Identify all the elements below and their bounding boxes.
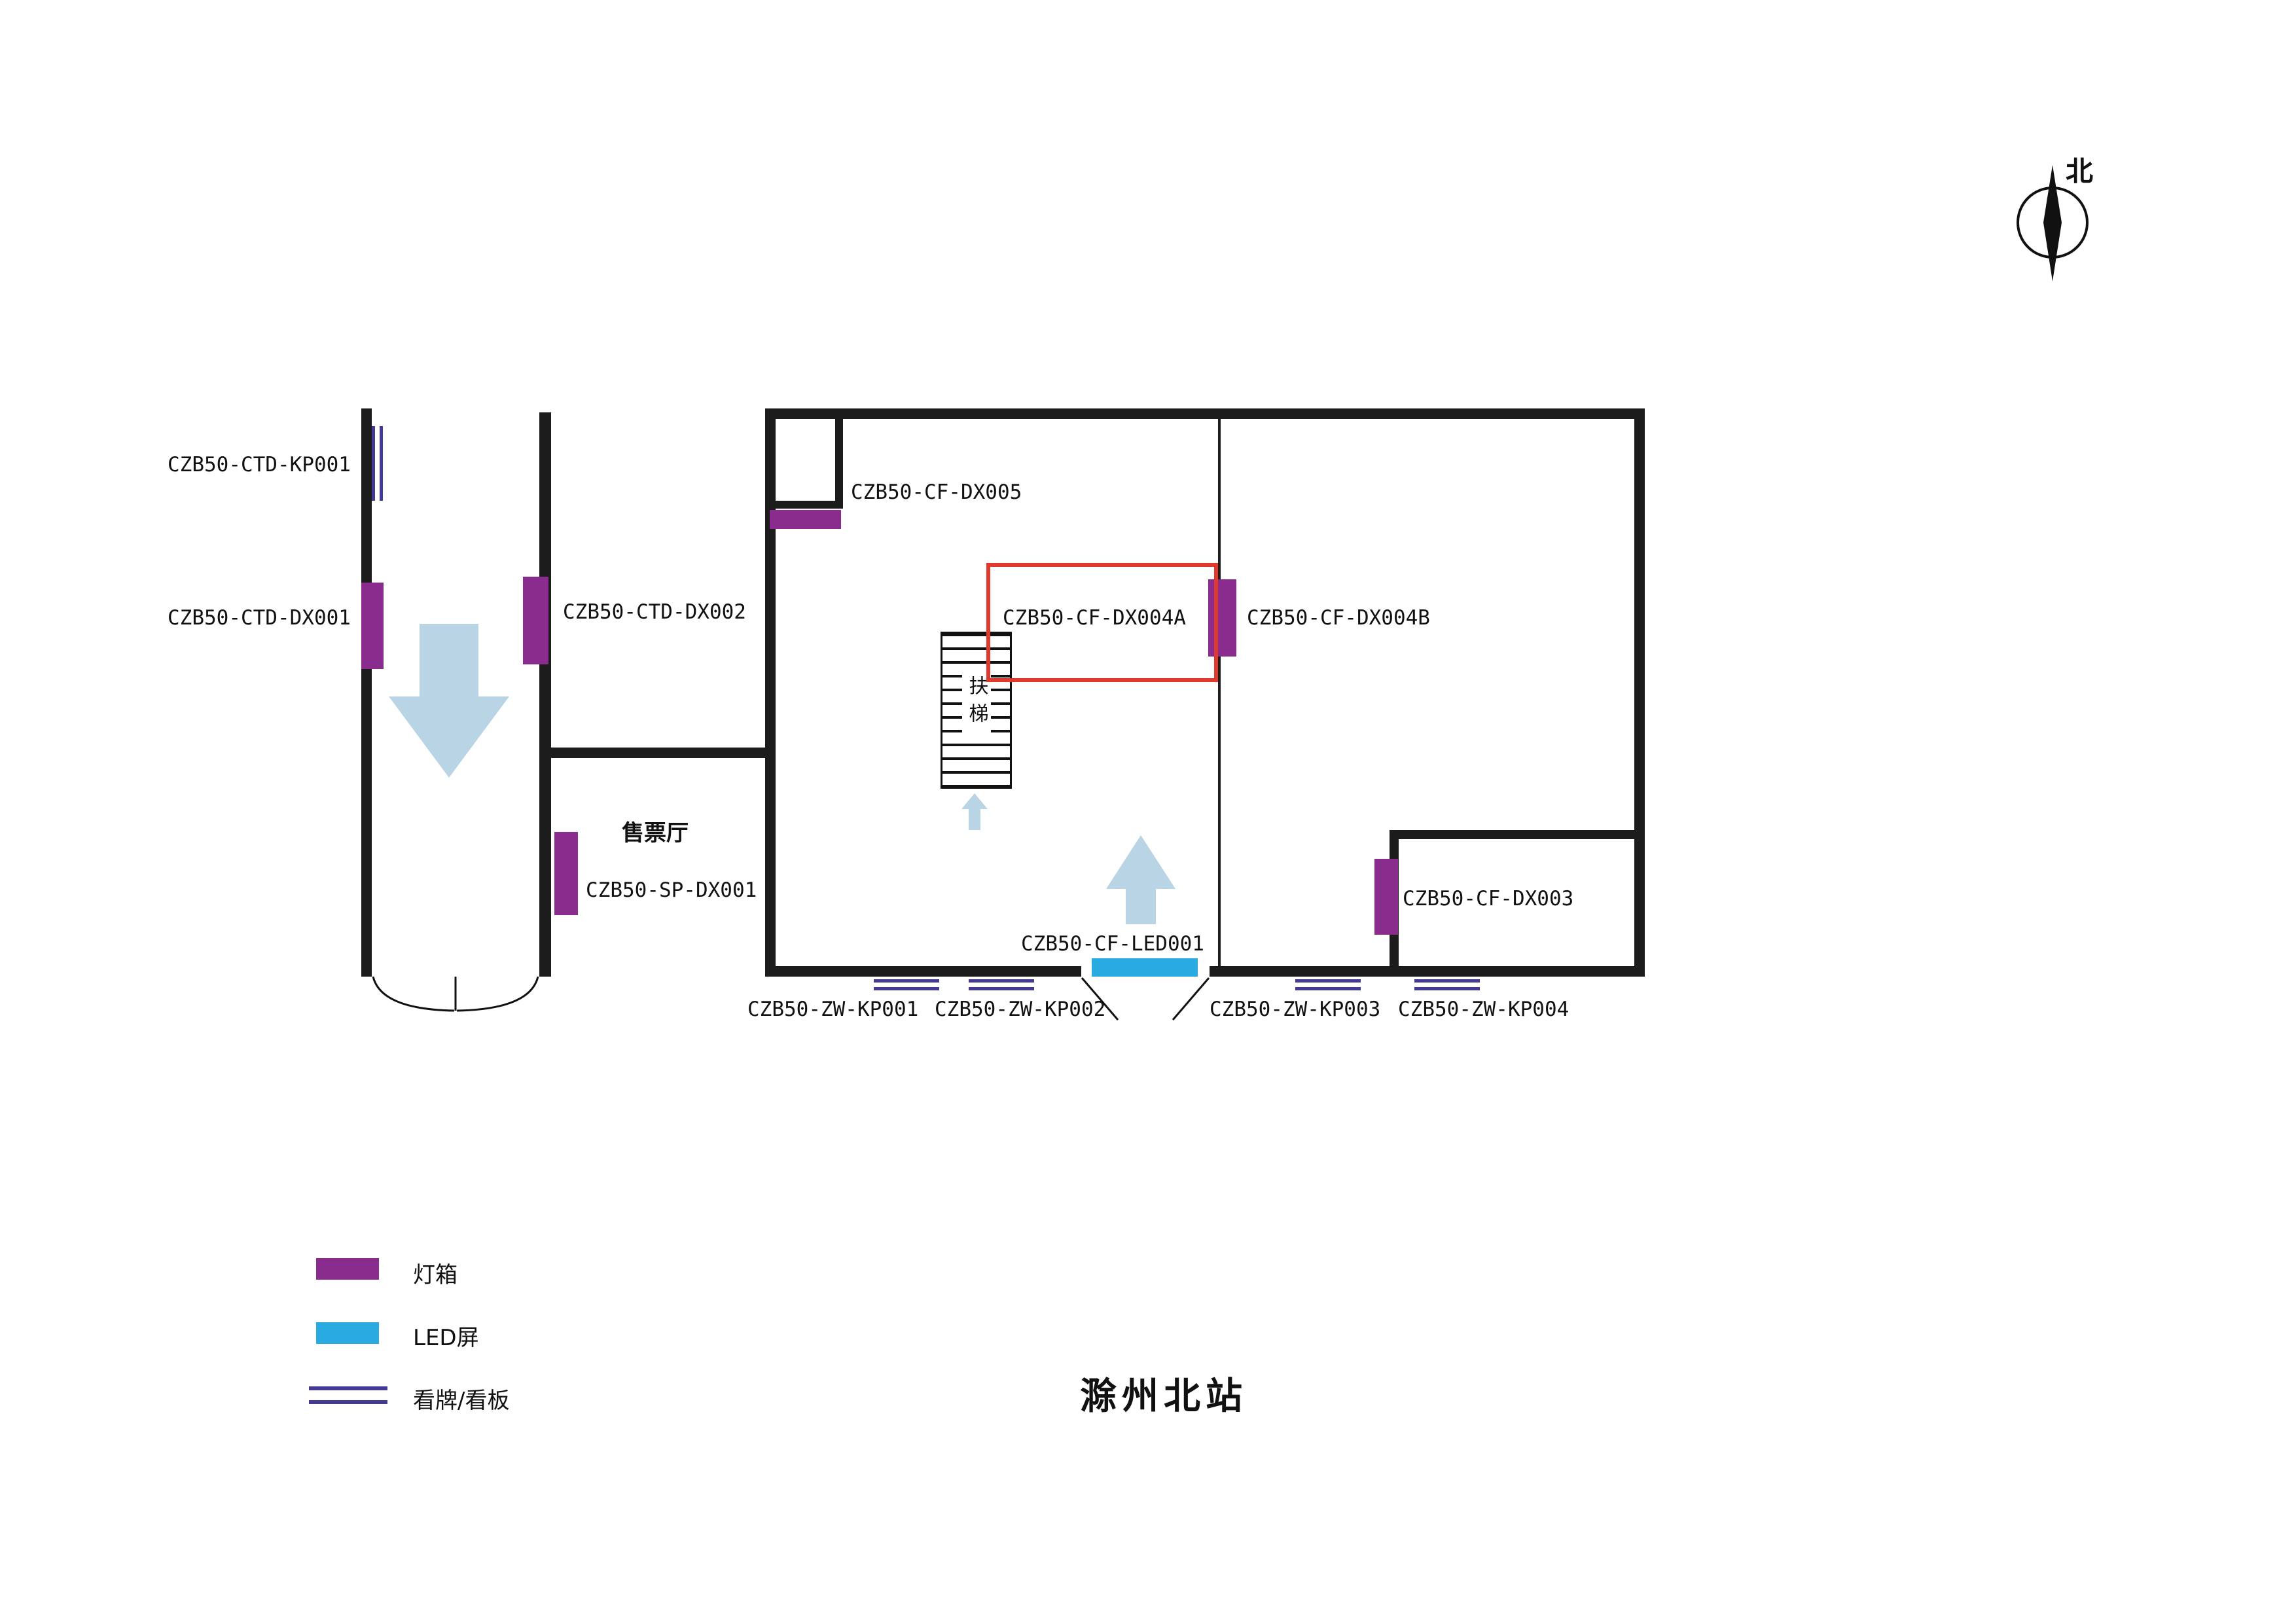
- signboard-ctd-kp001: [372, 426, 383, 501]
- legend-label-signboard: 看牌/看板: [413, 1388, 510, 1414]
- lightbox-sp-dx001: [554, 832, 578, 915]
- label-ctd-kp001: CZB50-CTD-KP001: [168, 453, 351, 477]
- legend-label-led: LED屏: [413, 1325, 479, 1351]
- label-cf-dx003: CZB50-CF-DX003: [1403, 887, 1574, 911]
- wall-corridor-right: [539, 412, 551, 977]
- label-zw-kp002: CZB50-ZW-KP002: [935, 998, 1106, 1021]
- label-ctd-dx001: CZB50-CTD-DX001: [168, 606, 351, 630]
- lightbox-cf-dx005: [770, 510, 841, 529]
- lightbox-cf-dx003: [1374, 859, 1398, 935]
- legend-swatch-signboard: [309, 1386, 387, 1404]
- wall-notch-horizontal: [765, 501, 843, 509]
- highlight-rect-cf-dx004a: [986, 563, 1218, 682]
- led-screen-cf-led001: [1092, 958, 1198, 977]
- wall-room-top: [1390, 830, 1645, 839]
- escalator-arrow-up-icon: [961, 793, 988, 830]
- signboard-zw-kp001: [874, 979, 939, 990]
- wall-ticket-hall-top: [539, 748, 776, 758]
- corridor-double-door: [372, 976, 539, 1012]
- legend-swatch-lightbox: [316, 1258, 379, 1280]
- signboard-zw-kp003: [1295, 979, 1361, 990]
- label-cf-dx004b: CZB50-CF-DX004B: [1247, 606, 1430, 630]
- page-title: 滁州北站: [1080, 1375, 1247, 1418]
- wall-hall-bottom-right: [1210, 966, 1645, 977]
- label-sp-dx001: CZB50-SP-DX001: [586, 878, 757, 902]
- wall-notch-vertical: [835, 408, 843, 509]
- wall-hall-right: [1634, 408, 1645, 977]
- wall-hall-top: [765, 408, 1645, 419]
- label-cf-dx004a: CZB50-CF-DX004A: [1003, 606, 1186, 630]
- escalator-label: 扶梯: [961, 673, 991, 733]
- label-zw-kp003: CZB50-ZW-KP003: [1210, 998, 1381, 1021]
- label-zw-kp001: CZB50-ZW-KP001: [747, 998, 919, 1021]
- legend-label-lightbox: 灯箱: [413, 1262, 457, 1288]
- flow-arrow-down-icon: [389, 624, 509, 778]
- wall-hall-left: [765, 408, 776, 977]
- label-zw-kp004: CZB50-ZW-KP004: [1398, 998, 1570, 1021]
- wall-hall-divider: [1218, 419, 1221, 966]
- wall-corridor-left: [361, 408, 372, 977]
- hall-entrance-door: [1081, 977, 1210, 1020]
- legend-swatch-led: [316, 1322, 379, 1344]
- signboard-zw-kp002: [969, 979, 1034, 990]
- north-label: 北: [2066, 155, 2094, 187]
- flow-arrow-up-icon: [1106, 835, 1175, 924]
- escalator: 扶梯: [941, 632, 1012, 789]
- label-ctd-dx002: CZB50-CTD-DX002: [563, 600, 746, 624]
- label-cf-led001: CZB50-CF-LED001: [1021, 932, 1204, 956]
- lightbox-ctd-dx002: [523, 577, 548, 664]
- lightbox-ctd-dx001: [361, 583, 384, 669]
- ticket-hall-label: 售票厅: [622, 820, 689, 846]
- label-cf-dx005: CZB50-CF-DX005: [851, 480, 1022, 504]
- wall-hall-bottom-left: [765, 966, 1081, 977]
- signboard-zw-kp004: [1414, 979, 1480, 990]
- north-compass-icon: [2017, 165, 2089, 281]
- lightbox-cf-dx004b: [1208, 579, 1236, 657]
